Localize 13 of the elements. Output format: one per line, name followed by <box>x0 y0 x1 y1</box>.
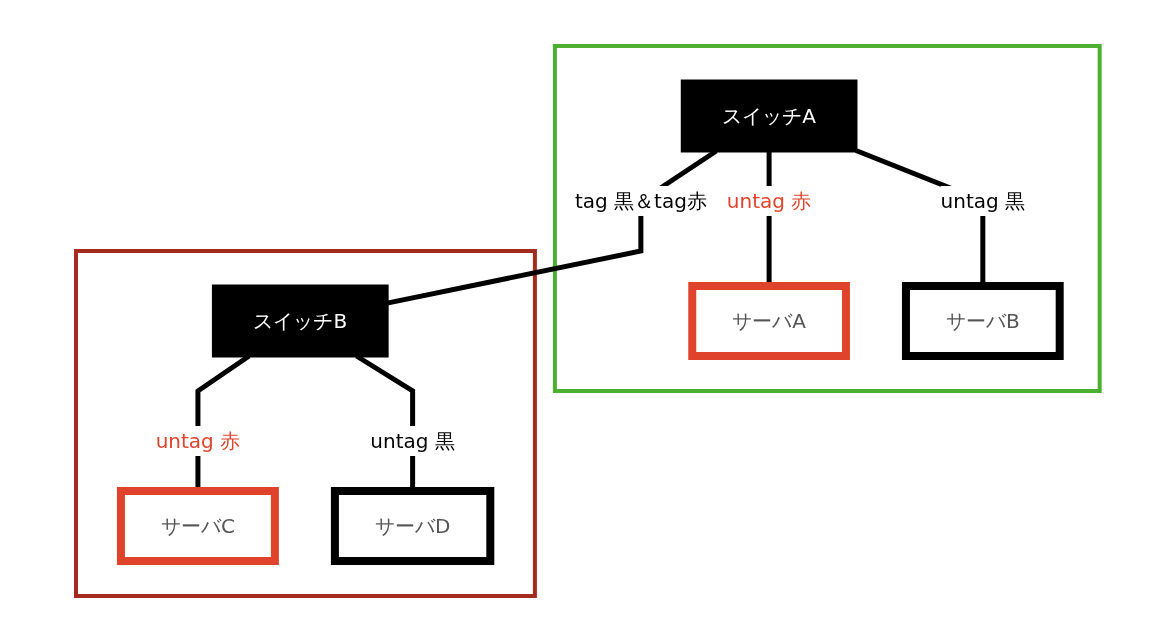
node-box: サーバB <box>902 282 1064 360</box>
node-box: サーバC <box>117 487 280 565</box>
cluster <box>553 44 1102 393</box>
edge-label: tag 黒＆tag赤 <box>575 189 708 213</box>
edge-label: untag 黒 <box>940 189 1026 213</box>
edge-label: untag 赤 <box>155 429 241 453</box>
node-box: スイッチB <box>212 284 389 358</box>
edge-label: untag 黒 <box>370 429 456 453</box>
node-box: サーバA <box>688 282 851 360</box>
cluster <box>74 249 538 598</box>
node-box: スイッチA <box>680 79 858 153</box>
edge-label: untag 赤 <box>727 189 812 213</box>
node-box: サーバD <box>331 487 495 565</box>
